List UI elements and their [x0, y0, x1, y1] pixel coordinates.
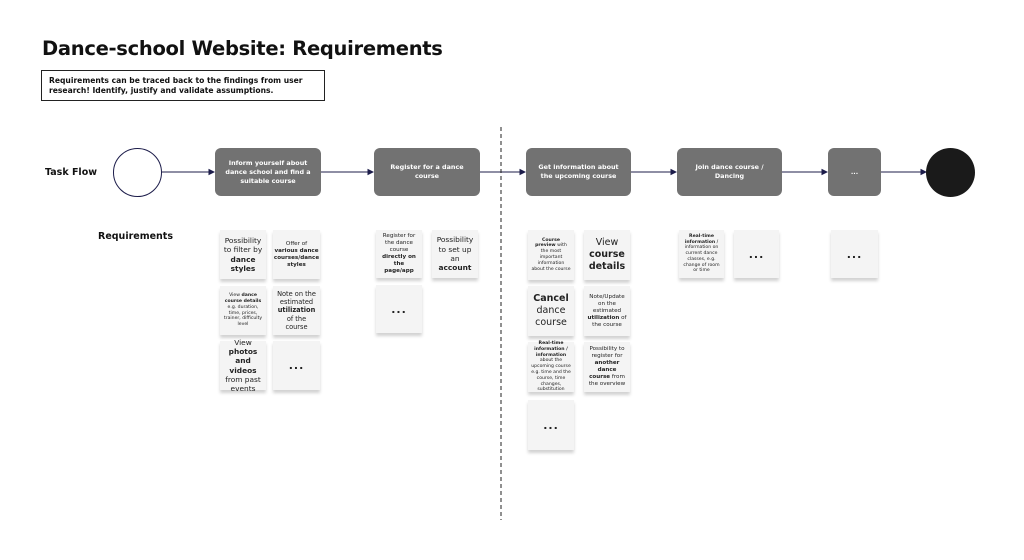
step-get-info: Get information about the upcoming cours…: [526, 148, 631, 196]
sticky-note: View dance course details e.g. duration,…: [220, 286, 266, 335]
step-join: Join dance course / Dancing: [677, 148, 782, 196]
sticky-note: View course details: [584, 230, 630, 280]
page-title: Dance-school Website: Requirements: [42, 37, 443, 60]
sticky-note: Possibility to register for another danc…: [584, 342, 630, 392]
task-flow-label: Task Flow: [45, 167, 97, 178]
sticky-note: ...: [831, 230, 878, 278]
sticky-note: ...: [528, 400, 574, 450]
end-node: [926, 148, 975, 197]
sticky-note: Possibility to filter by dance styles: [220, 230, 266, 279]
step-register: Register for a dance course: [374, 148, 480, 196]
sticky-note: Offer of various dance courses/dance sty…: [273, 230, 320, 279]
step-inform: Inform yourself about dance school and f…: [215, 148, 321, 196]
sticky-note: Note/Update on the estimated utilization…: [584, 286, 630, 336]
step-more: ...: [828, 148, 881, 196]
sticky-note: Register for the dance course directly o…: [376, 230, 422, 278]
sticky-note: Course preview with the most important i…: [528, 230, 574, 280]
sticky-note: Cancel dance course: [528, 286, 574, 336]
sticky-note: ...: [273, 341, 320, 390]
requirements-label: Requirements: [98, 231, 174, 242]
sticky-note: ...: [734, 230, 779, 278]
sticky-note: Possibility to set up an account: [432, 230, 478, 278]
start-node: [113, 148, 162, 197]
sticky-note: Real-time information / information abou…: [528, 341, 574, 392]
note-box: Requirements can be traced back to the f…: [41, 70, 325, 101]
sticky-note: Real-time information / information on c…: [679, 230, 724, 278]
sticky-note: View photos and videos from past events: [220, 338, 266, 393]
sticky-note: ...: [376, 285, 422, 333]
sticky-note: Note on the estimated utilization of the…: [273, 286, 320, 335]
